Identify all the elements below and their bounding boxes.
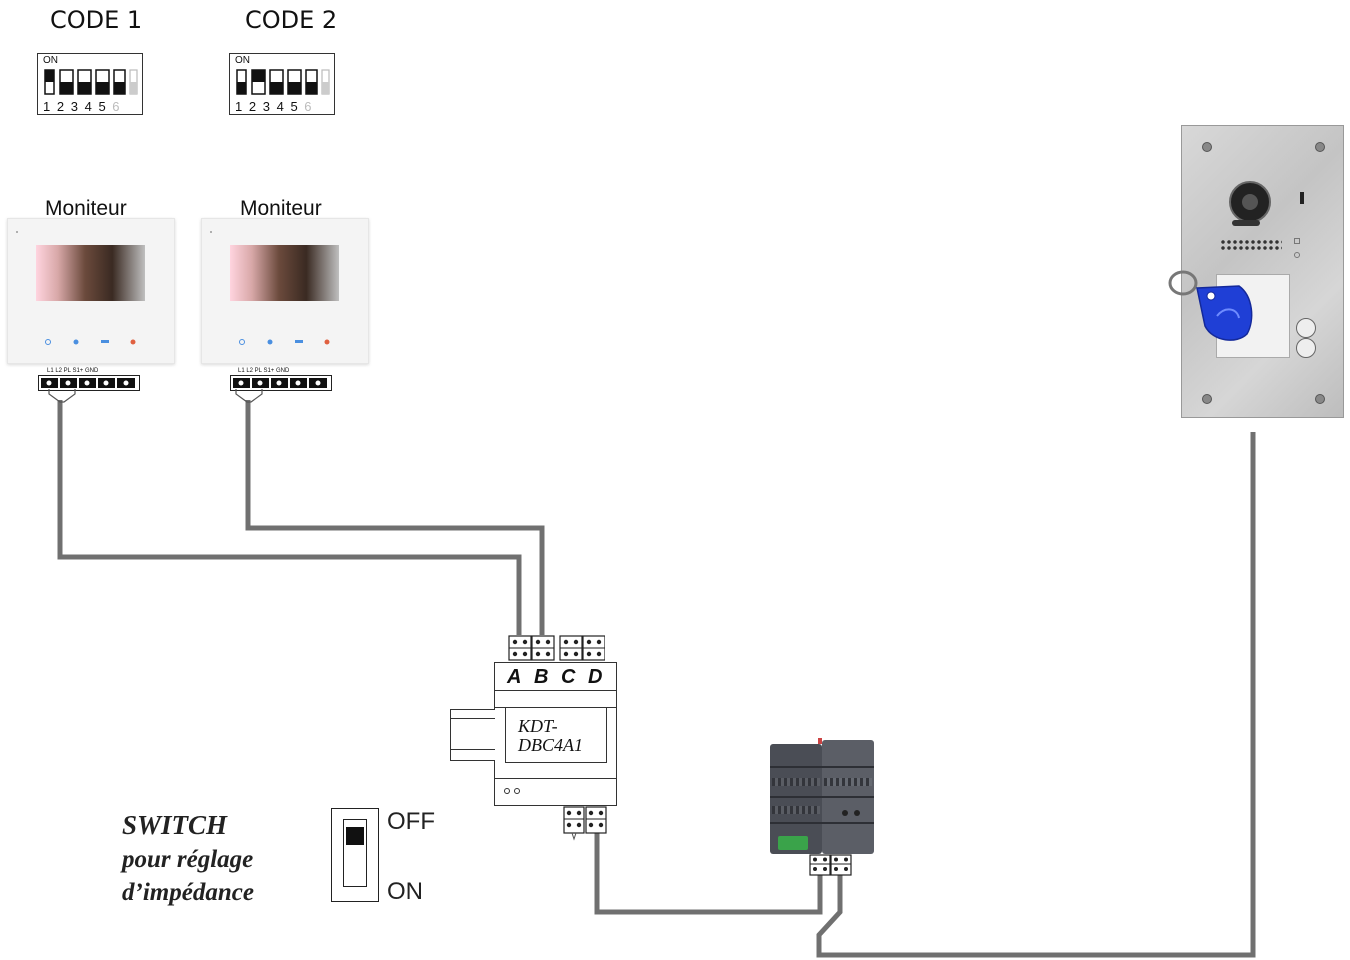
- monitor1: [7, 218, 175, 364]
- monitor2-touch-icons: [239, 339, 330, 345]
- lock-icon: [1294, 238, 1300, 244]
- monitor1-screen: [36, 245, 145, 301]
- monitor1-connector: [48, 389, 76, 403]
- key-icon: [1294, 252, 1300, 258]
- status-slot: [1300, 192, 1304, 204]
- output-label-a: A: [507, 666, 522, 688]
- dip-on-label: ON: [43, 55, 58, 66]
- screw-icon: [1315, 394, 1325, 404]
- dip-levers-code2: [236, 69, 330, 95]
- model-line2: DBC4A1: [518, 735, 583, 755]
- power-supply-terminals: [809, 854, 852, 876]
- switch-slot: [343, 819, 367, 887]
- dip-switch-code1[interactable]: ON 1 2 3 4 5 6: [37, 53, 143, 115]
- distributor-letter-bar: [495, 663, 616, 691]
- output-label-c: C: [561, 666, 576, 688]
- dip-numbers: 1 2 3 4 5 6: [235, 99, 314, 114]
- switch-on-label: ON: [387, 878, 423, 905]
- monitor1-label: Moniteur: [45, 197, 127, 220]
- distributor-face: [495, 707, 616, 779]
- speaker-grille: [1220, 239, 1282, 251]
- monitor1-terminal-labels: L1 L2 PL S1+ GND: [47, 368, 99, 374]
- dip-switch-code2[interactable]: ON 1 2 3 4 5 6: [229, 53, 335, 115]
- call-button-1[interactable]: [1296, 318, 1316, 338]
- monitor2-screen: [230, 245, 339, 301]
- din-rail-clip: [450, 709, 495, 761]
- screw-icon: [1202, 142, 1212, 152]
- distributor-bottom-terminals: [563, 806, 607, 841]
- monitor2-terminal-block: [230, 375, 332, 391]
- code2-title: CODE 2: [245, 6, 338, 34]
- switch-lever[interactable]: [346, 827, 364, 845]
- wire-monitor2: [245, 400, 545, 635]
- power-supply: [768, 738, 874, 856]
- switch-off-label: OFF: [387, 808, 435, 835]
- monitor1-touch-icons: [45, 339, 136, 345]
- monitor2: [201, 218, 369, 364]
- model-line1: KDT-: [518, 716, 558, 736]
- power-led: [16, 231, 18, 233]
- door-station-panel: [1181, 125, 1344, 418]
- rfid-tag-icon: [1168, 270, 1253, 341]
- code1-title: CODE 1: [50, 6, 143, 34]
- monitor2-terminal-labels: L1 L2 PL S1+ GND: [238, 368, 290, 374]
- output-label-b: B: [534, 666, 549, 688]
- wire-monitor1: [57, 400, 522, 635]
- switch-caption-1: SWITCH: [122, 810, 228, 840]
- monitor1-terminal-block: [38, 375, 140, 391]
- monitor2-connector: [235, 389, 263, 403]
- model-label-box: [505, 707, 607, 763]
- wire-panel: [816, 432, 1256, 958]
- call-button-2[interactable]: [1296, 338, 1316, 358]
- distributor-leds: [504, 788, 520, 794]
- distributor-module: A B C D KDT- DBC4A1: [494, 662, 617, 806]
- dip-on-label: ON: [235, 55, 250, 66]
- switch-caption-2: pour réglage: [122, 846, 254, 873]
- monitor2-label: Moniteur: [240, 197, 322, 220]
- ir-led-bar: [1232, 220, 1260, 226]
- dip-levers-code1: [44, 69, 138, 95]
- screw-icon: [1202, 394, 1212, 404]
- camera-icon: [1229, 181, 1271, 223]
- dip-numbers: 1 2 3 4 5 6: [43, 99, 122, 114]
- wire-distributor-power: [594, 830, 823, 915]
- screw-icon: [1315, 142, 1325, 152]
- distributor-top-terminals: [508, 635, 605, 661]
- switch-caption-3: d’impédance: [122, 879, 254, 906]
- output-label-d: D: [588, 666, 603, 688]
- power-led: [210, 231, 212, 233]
- impedance-switch[interactable]: [331, 808, 379, 902]
